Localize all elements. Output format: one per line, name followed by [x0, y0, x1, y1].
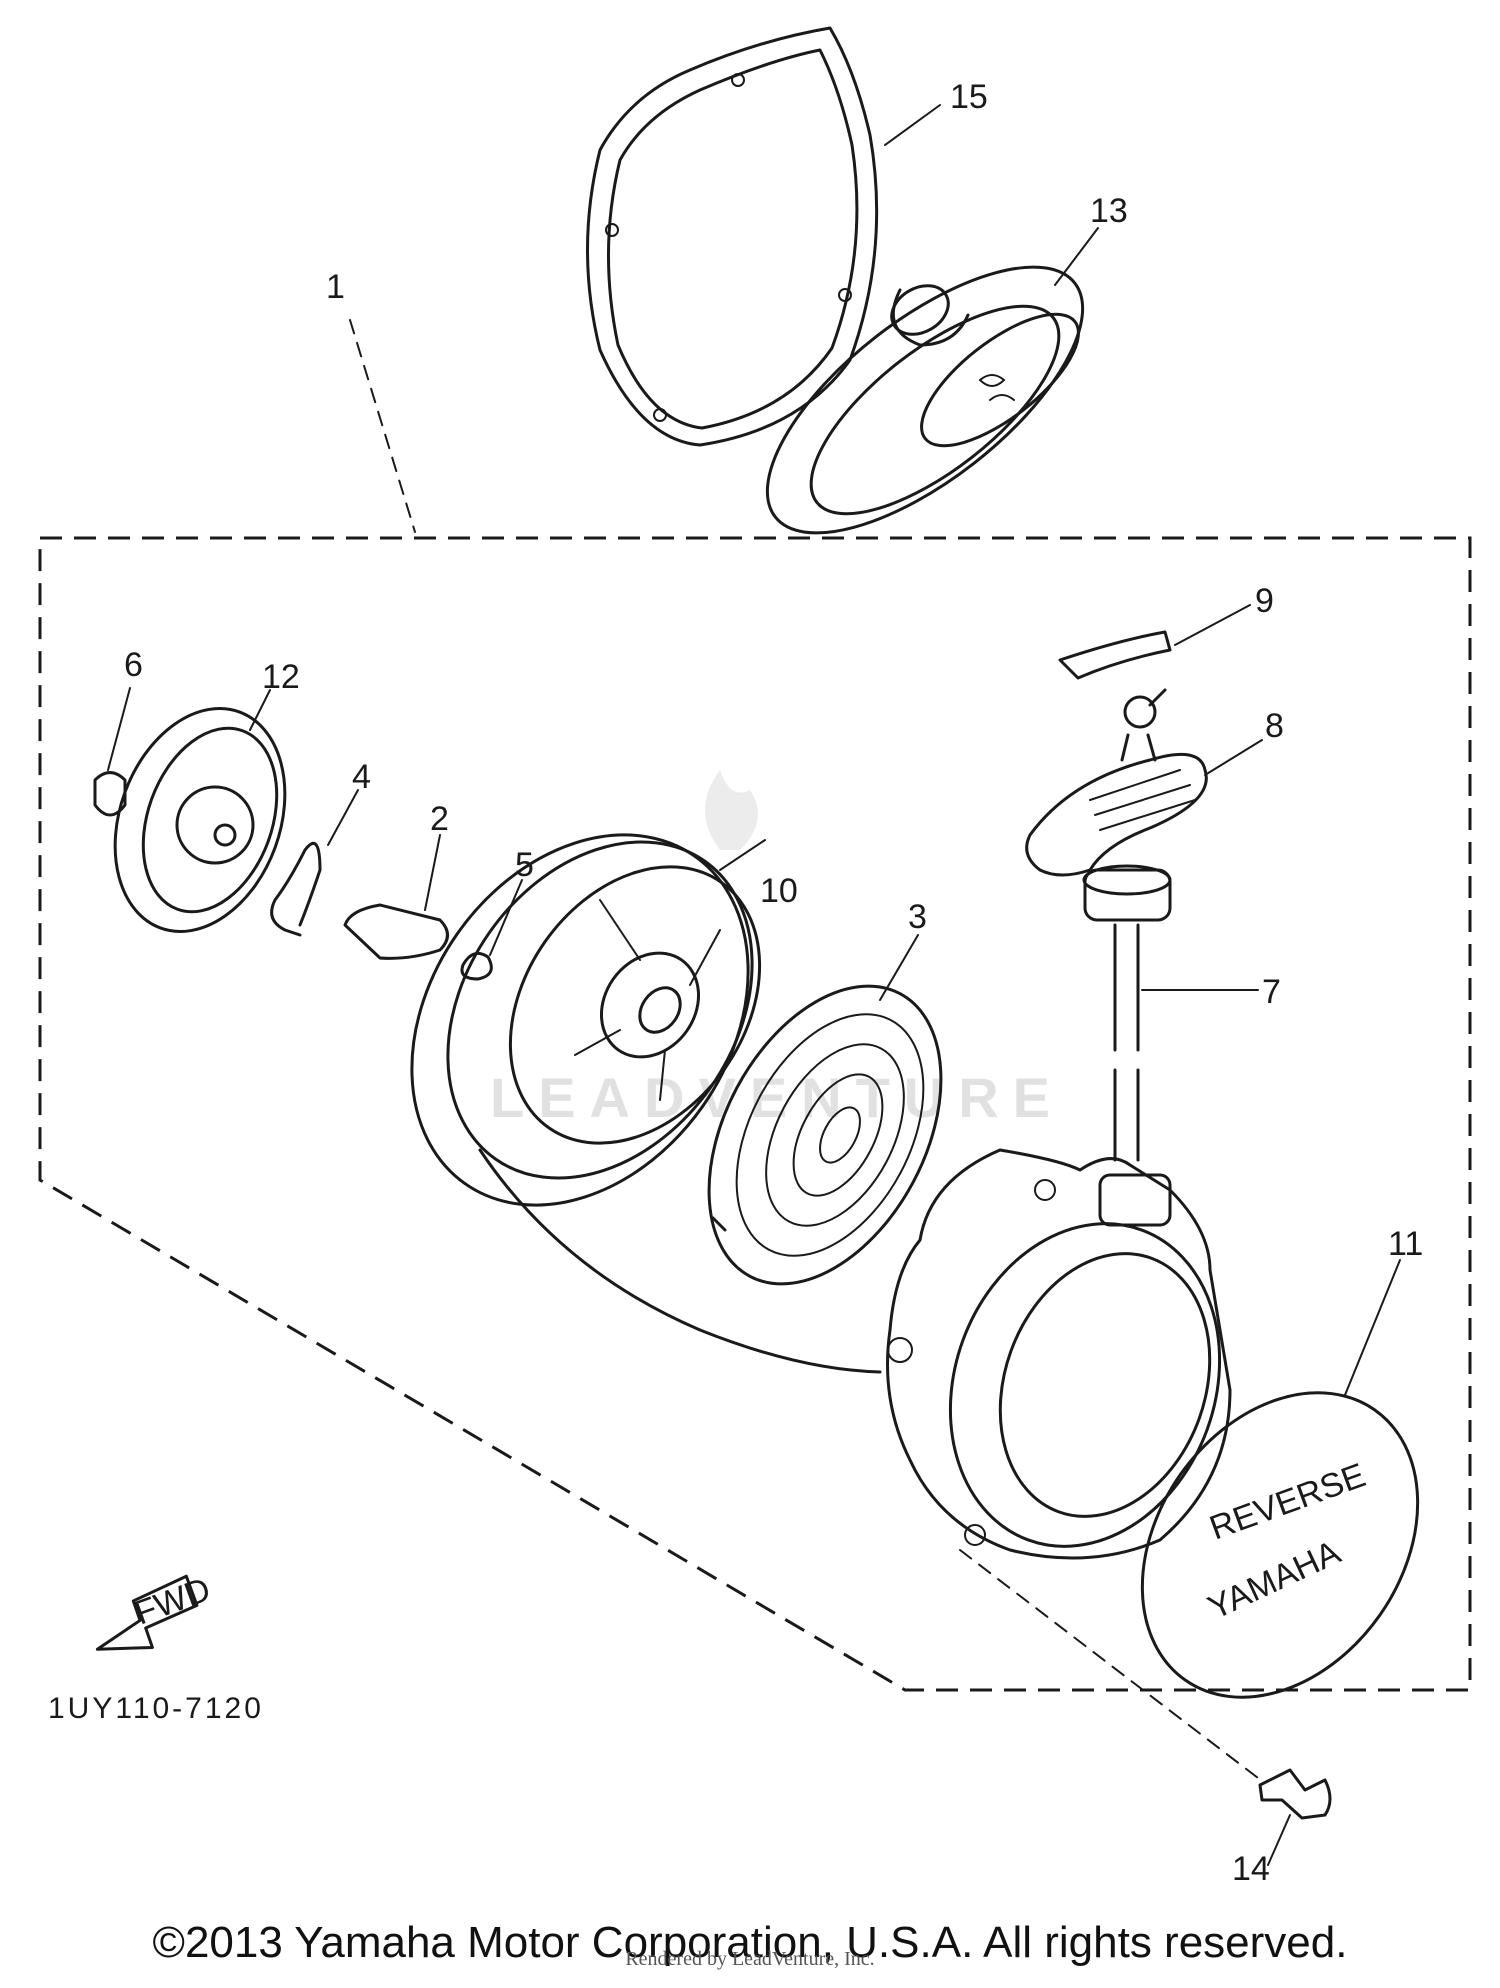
watermark-flame-icon	[705, 770, 758, 850]
callout-8: 8	[1265, 707, 1284, 745]
callout-11: 11	[1388, 1225, 1423, 1263]
leader-13	[1054, 227, 1099, 286]
callout-10: 10	[760, 872, 798, 910]
callout-14: 14	[1232, 1850, 1270, 1888]
callout-2: 2	[430, 800, 449, 838]
drive-plate	[113, 707, 287, 933]
leader-1	[349, 319, 416, 533]
recoil-spring	[707, 984, 943, 1286]
leader-4	[327, 789, 359, 846]
render-credit: Rendered by LeadVenture, Inc.	[625, 1948, 875, 1970]
copyright-notice: ©2013 Yamaha Motor Corporation, U.S.A. A…	[152, 1918, 1348, 1967]
starter-handle	[1025, 688, 1208, 922]
bolt	[1258, 1768, 1332, 1820]
pawl-spring	[460, 951, 493, 981]
callout-5: 5	[515, 846, 534, 884]
cover-lettering-top: REVERSE	[1205, 1456, 1371, 1547]
gasket	[586, 26, 879, 447]
leader-10	[719, 839, 766, 871]
leader-12	[249, 689, 271, 731]
assembly-boundary	[38, 536, 1472, 1692]
callout-6: 6	[124, 646, 143, 684]
drawing-code: 1UY110-7120	[48, 1692, 264, 1725]
starter-case	[886, 1148, 1232, 1560]
leader-6	[107, 687, 131, 771]
leader-15	[884, 104, 941, 146]
fwd-label: FWD	[130, 1570, 216, 1632]
fwd-arrow: FWD	[95, 1570, 216, 1651]
leader-11	[1344, 1259, 1401, 1396]
leader-14-line	[959, 1549, 1259, 1779]
callout-4: 4	[352, 758, 371, 796]
pawl	[343, 903, 449, 960]
callout-15: 15	[950, 78, 988, 116]
spring-clip	[270, 841, 322, 937]
nut	[93, 771, 127, 817]
callout-13: 13	[1090, 192, 1128, 230]
drive-pulley	[765, 265, 1085, 535]
callout-7: 7	[1262, 973, 1281, 1011]
starter-rope	[1113, 923, 1140, 1162]
leader-9	[1174, 604, 1251, 646]
callout-1: 1	[326, 268, 345, 306]
callout-9: 9	[1255, 582, 1274, 620]
cover-lettering-brand: YAMAHA	[1202, 1533, 1346, 1627]
rope-reel	[410, 833, 882, 1374]
leader-14	[1267, 1814, 1291, 1866]
callout-12: 12	[262, 658, 300, 696]
leader-5	[489, 879, 523, 956]
leader-8	[1204, 739, 1263, 776]
callout-3: 3	[908, 898, 927, 936]
leader-2	[424, 834, 441, 911]
leader-3	[879, 934, 919, 1001]
watermark: LEADVENTURE	[490, 1066, 1064, 1129]
rope-clip	[1058, 630, 1172, 680]
